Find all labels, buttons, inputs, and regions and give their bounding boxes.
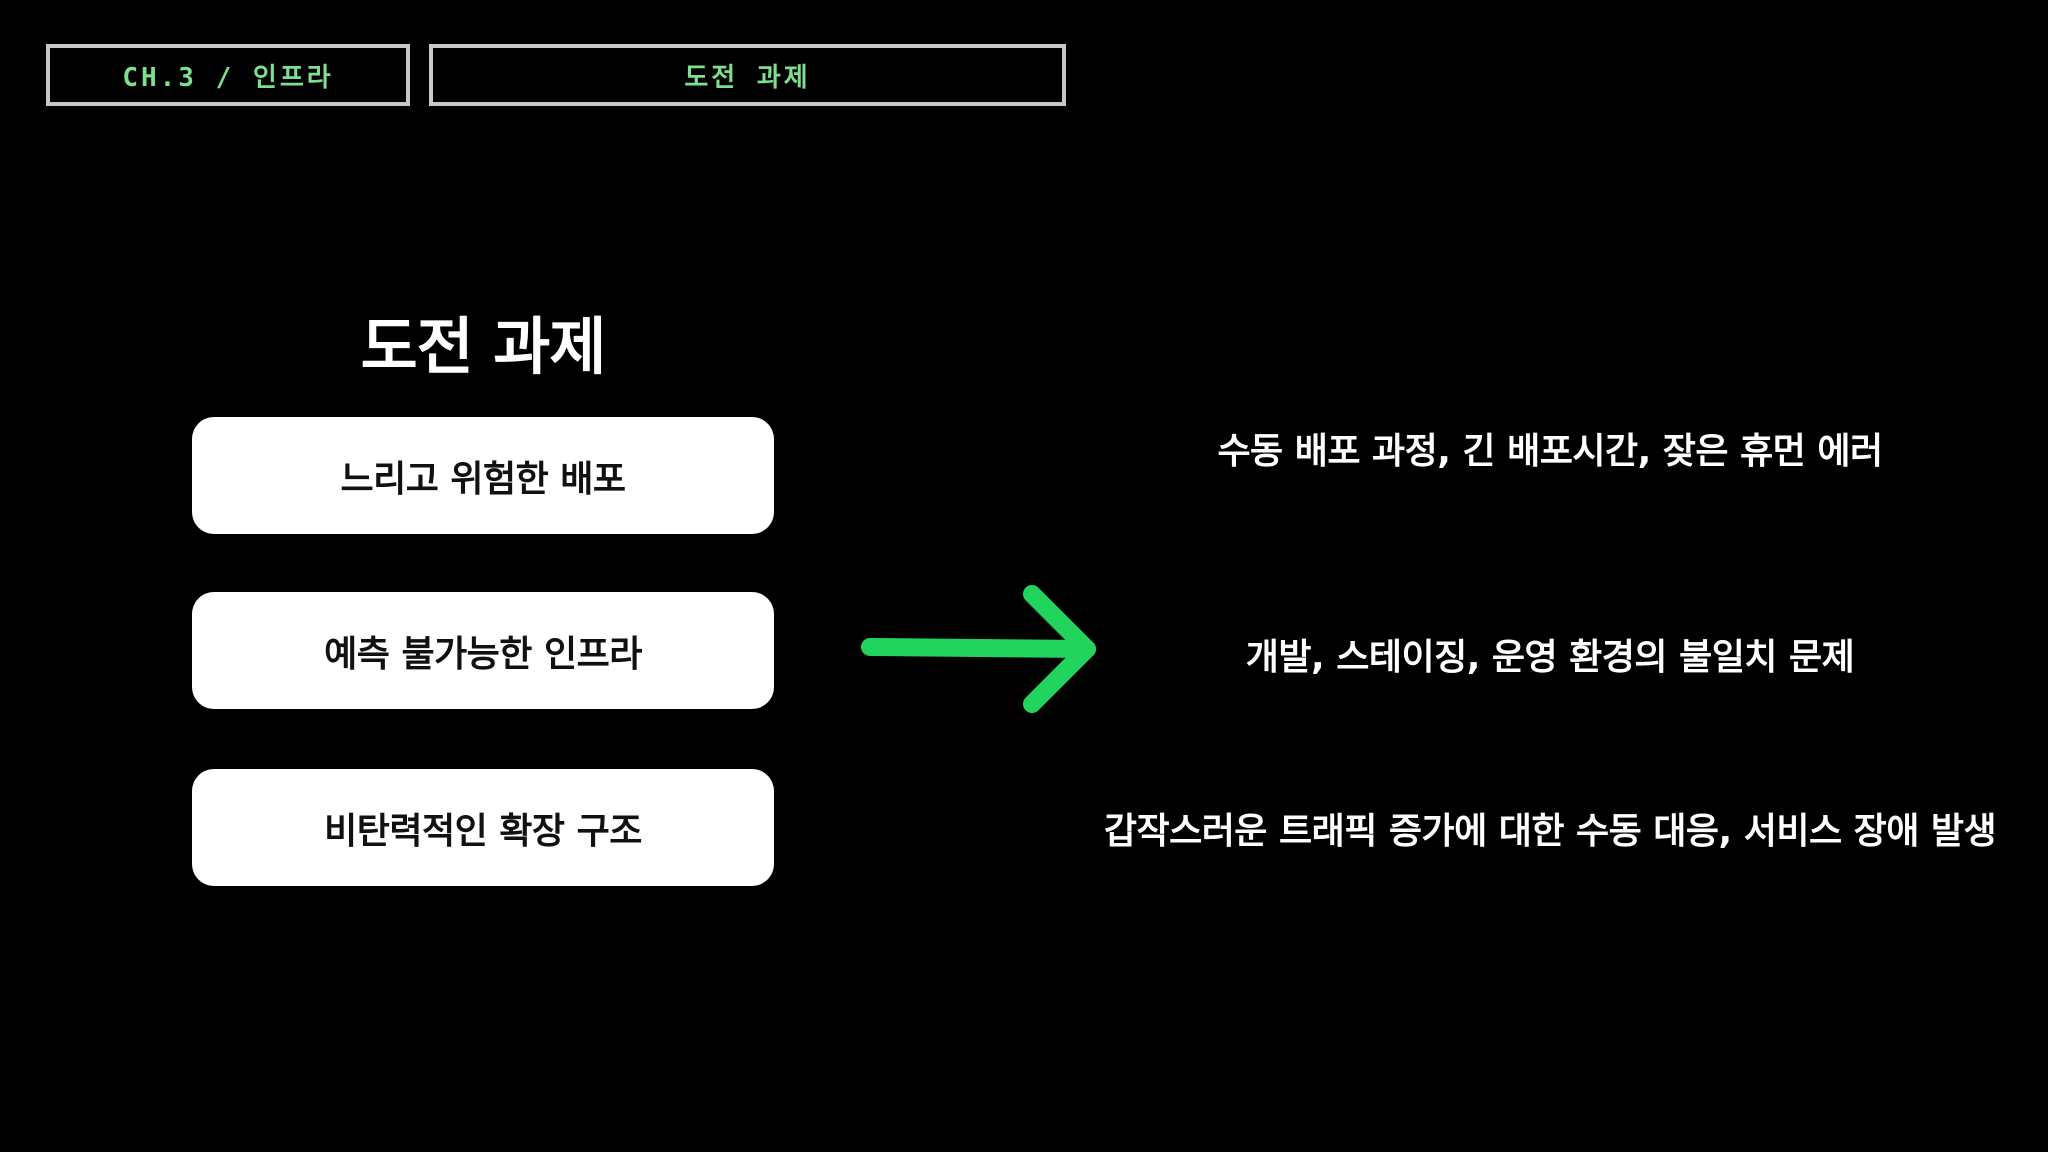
- challenge-card-deploy: 느리고 위험한 배포: [192, 417, 774, 534]
- detail-text-infra: 개발, 스테이징, 운영 환경의 불일치 문제: [1245, 637, 1855, 678]
- challenge-card-scaling: 비탄력적인 확장 구조: [192, 769, 774, 886]
- section-label: 도전 과제: [684, 62, 811, 93]
- challenge-card-infra: 예측 불가능한 인프라: [192, 592, 774, 709]
- detail-text-deploy: 수동 배포 과정, 긴 배포시간, 잦은 휴먼 에러: [1217, 431, 1883, 472]
- challenge-label: 예측 불가능한 인프라: [324, 633, 642, 675]
- chapter-label-box: CH.3 / 인프라: [46, 44, 410, 106]
- chapter-label: CH.3 / 인프라: [122, 62, 334, 93]
- challenge-label: 느리고 위험한 배포: [340, 458, 626, 500]
- slide-title: 도전 과제: [360, 310, 607, 383]
- challenge-label: 비탄력적인 확장 구조: [324, 810, 642, 852]
- section-label-box: 도전 과제: [429, 44, 1066, 106]
- detail-text-scaling: 갑작스러운 트래픽 증가에 대한 수동 대응, 서비스 장애 발생: [1103, 811, 1997, 852]
- arrow-right-icon: [861, 585, 1096, 713]
